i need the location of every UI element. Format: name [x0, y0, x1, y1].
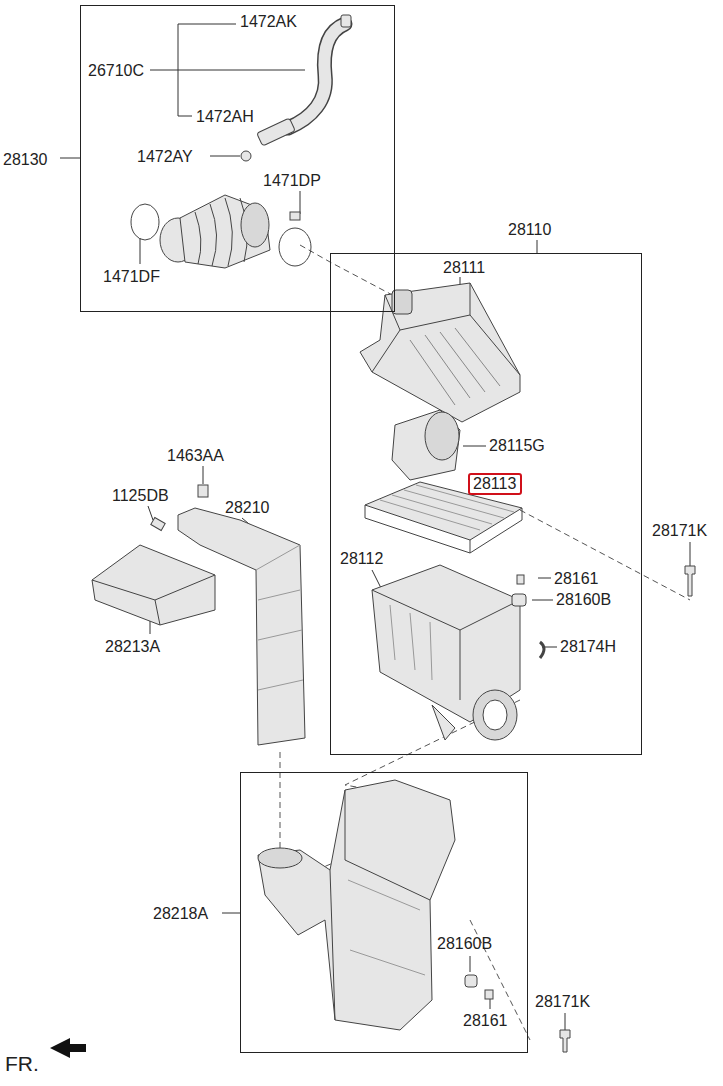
path-shape	[140, 238, 141, 264]
path-shape	[365, 505, 522, 553]
rect-shape	[392, 290, 412, 314]
ellipse-shape	[425, 412, 459, 460]
callout-number: 28161	[463, 1012, 508, 1030]
callout-number: 1463AA	[167, 447, 224, 465]
callout-number: 28171K	[652, 522, 707, 540]
group-frame: 28218A	[240, 772, 528, 1053]
rect-shape	[341, 15, 351, 27]
callout-number: 28171K	[535, 993, 590, 1011]
path-shape	[330, 790, 430, 1020]
direction-label: FR.	[5, 1052, 39, 1076]
callout-number: 1472AY	[137, 148, 193, 166]
circle-shape	[241, 151, 251, 161]
path-shape	[565, 1013, 566, 1030]
path-shape	[180, 195, 270, 268]
path-shape	[280, 752, 281, 855]
group-frame: 28130	[80, 5, 395, 312]
path-shape	[348, 880, 425, 975]
g-shape	[92, 15, 695, 1052]
path-shape	[685, 566, 695, 596]
ellipse-shape	[473, 690, 517, 740]
ellipse-shape	[483, 700, 507, 730]
callout-number: 28111	[443, 259, 485, 277]
highlight-box: 28113	[468, 473, 522, 495]
callout-number: 28210	[225, 499, 270, 517]
group-frame: 2811028113	[330, 253, 642, 755]
ellipse-shape	[258, 848, 302, 868]
callout-number: 1472AH	[196, 108, 254, 126]
rect-shape	[465, 975, 477, 987]
path-shape	[258, 780, 455, 1030]
path-shape	[360, 283, 520, 422]
path-shape	[60, 158, 80, 159]
rect-shape	[512, 594, 526, 606]
path-shape	[532, 578, 557, 647]
path-shape	[203, 466, 204, 484]
path-shape	[470, 956, 471, 972]
callout-number: 28174H	[560, 638, 616, 656]
callout-number: 28115G	[489, 437, 545, 455]
path-shape	[410, 328, 500, 405]
path-shape	[690, 542, 691, 566]
path-shape	[372, 590, 520, 700]
rect-shape	[198, 485, 208, 497]
path-shape	[92, 545, 215, 625]
path-shape	[92, 575, 215, 625]
path-shape	[148, 506, 153, 520]
path-shape	[392, 410, 460, 480]
path-shape	[50, 1038, 86, 1058]
path-shape	[560, 1030, 570, 1052]
rect-shape	[151, 518, 165, 531]
callout-number: 28112	[340, 550, 383, 568]
callout-number: 28113	[473, 475, 517, 493]
callout-number: 28110	[508, 221, 551, 239]
path-shape	[463, 446, 486, 447]
path-shape	[222, 913, 240, 914]
g-shape	[60, 24, 690, 1030]
rect-shape	[517, 575, 524, 584]
path-shape	[288, 24, 345, 128]
callout-number: 28130	[3, 151, 48, 169]
callout-number: 1471DF	[103, 268, 160, 286]
path-shape	[540, 642, 544, 658]
callout-number: 28213A	[105, 638, 160, 656]
path-shape	[256, 545, 303, 690]
path-shape	[288, 24, 345, 128]
rect-shape	[257, 118, 296, 146]
path-shape	[195, 198, 247, 266]
callout-number: 28160B	[437, 935, 492, 953]
callout-number: 1125DB	[112, 487, 169, 505]
ellipse-shape	[241, 203, 269, 247]
path-shape	[178, 508, 305, 745]
callout-number: 28160B	[556, 591, 611, 609]
path-shape	[432, 705, 455, 740]
path-shape	[150, 24, 305, 116]
callout-number: 26710C	[88, 62, 144, 80]
rect-shape	[290, 212, 300, 220]
callout-number: 1471DP	[263, 172, 321, 190]
callout-number: 1472AK	[240, 13, 297, 31]
path-shape	[537, 240, 538, 253]
path-shape	[300, 191, 301, 214]
path-shape	[210, 156, 240, 157]
path-shape	[390, 605, 432, 680]
callout-number: 28161	[554, 570, 599, 588]
rect-shape	[485, 990, 493, 999]
ellipse-shape	[279, 228, 311, 266]
callout-number: 28218A	[153, 905, 208, 923]
ellipse-shape	[131, 204, 159, 240]
